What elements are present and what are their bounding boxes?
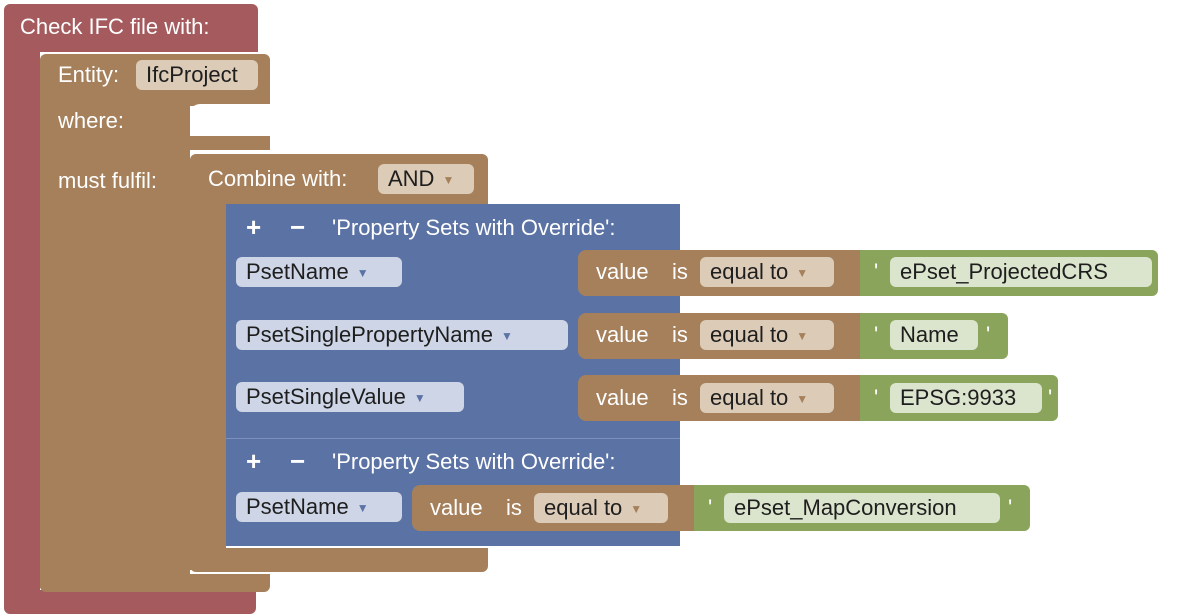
operator-dropdown[interactable]: equal to ▼ [534,493,668,523]
value-label: value [430,495,483,520]
where-socket[interactable] [190,104,270,136]
combine-label: Combine with: [208,166,348,191]
dropdown-arrow-icon: ▼ [442,173,455,187]
check-ifc-block-body [4,48,40,592]
operator-value: equal to [710,322,789,347]
quote-close: ' [1008,495,1013,520]
combine-dropdown[interactable]: AND ▼ [378,164,474,194]
quote-close: ' [1048,385,1053,410]
quote-open: ' [708,495,713,520]
operator-dropdown[interactable]: equal to ▼ [700,320,834,350]
plus-icon[interactable]: + [246,446,262,476]
override-title-2: 'Property Sets with Override': [332,449,616,474]
operator-value: equal to [544,495,623,520]
is-label: is [672,385,688,410]
quote-close: ' [1160,259,1165,284]
operator-value: equal to [710,385,789,410]
value-label: value [596,385,649,410]
is-label: is [506,495,522,520]
pset-field-value: PsetSingleValue [246,384,406,409]
dropdown-arrow-icon: ▼ [796,329,809,343]
text-input[interactable]: EPSG:9933 [890,383,1042,413]
text-input[interactable]: ePset_MapConversion [724,493,1000,523]
dropdown-arrow-icon: ▼ [356,501,369,515]
minus-icon[interactable]: − [290,212,306,242]
operator-dropdown[interactable]: equal to ▼ [700,383,834,413]
pset-field-dropdown[interactable]: PsetName ▼ [236,492,402,522]
quote-open: ' [874,259,879,284]
is-label: is [672,259,688,284]
quote-open: ' [874,322,879,347]
value-label: value [596,322,649,347]
override-title-1: 'Property Sets with Override': [332,215,616,240]
dropdown-arrow-icon: ▼ [796,392,809,406]
plus-icon[interactable]: + [246,212,262,242]
operator-dropdown[interactable]: equal to ▼ [700,257,834,287]
quote-open: ' [874,385,879,410]
combine-value: AND [388,166,435,191]
entity-block-fulfil-row [40,136,270,150]
pset-field-dropdown[interactable]: PsetName ▼ [236,257,402,287]
combine-block-body [190,200,226,570]
pset-field-value: PsetName [246,494,349,519]
dropdown-arrow-icon: ▼ [413,391,426,405]
minus-icon[interactable]: − [290,446,306,476]
entity-block-body [40,96,190,588]
pset-field-value: PsetName [246,259,349,284]
entity-block-footer [40,574,270,592]
text-input[interactable]: Name [890,320,978,350]
must-fulfil-label: must fulfil: [58,168,158,193]
combine-block-footer [190,548,488,572]
dropdown-arrow-icon: ▼ [630,502,643,516]
check-ifc-title: Check IFC file with: [20,14,210,39]
check-ifc-block[interactable] [4,4,258,52]
quote-close: ' [986,322,991,347]
entity-input[interactable]: IfcProject [136,60,258,90]
is-label: is [672,322,688,347]
entity-label: Entity: [58,62,120,87]
pset-field-dropdown[interactable]: PsetSingleValue ▼ [236,382,464,412]
dropdown-arrow-icon: ▼ [796,266,809,280]
text-input[interactable]: ePset_ProjectedCRS [890,257,1152,287]
entity-block-where-row [40,96,270,106]
operator-value: equal to [710,259,789,284]
where-label: where: [58,108,125,133]
dropdown-arrow-icon: ▼ [356,266,369,280]
pset-field-dropdown[interactable]: PsetSinglePropertyName ▼ [236,320,568,350]
dropdown-arrow-icon: ▼ [501,329,513,343]
pset-field-value: PsetSinglePropertyName [246,322,494,347]
check-ifc-block-footer [4,590,256,614]
value-label: value [596,259,649,284]
